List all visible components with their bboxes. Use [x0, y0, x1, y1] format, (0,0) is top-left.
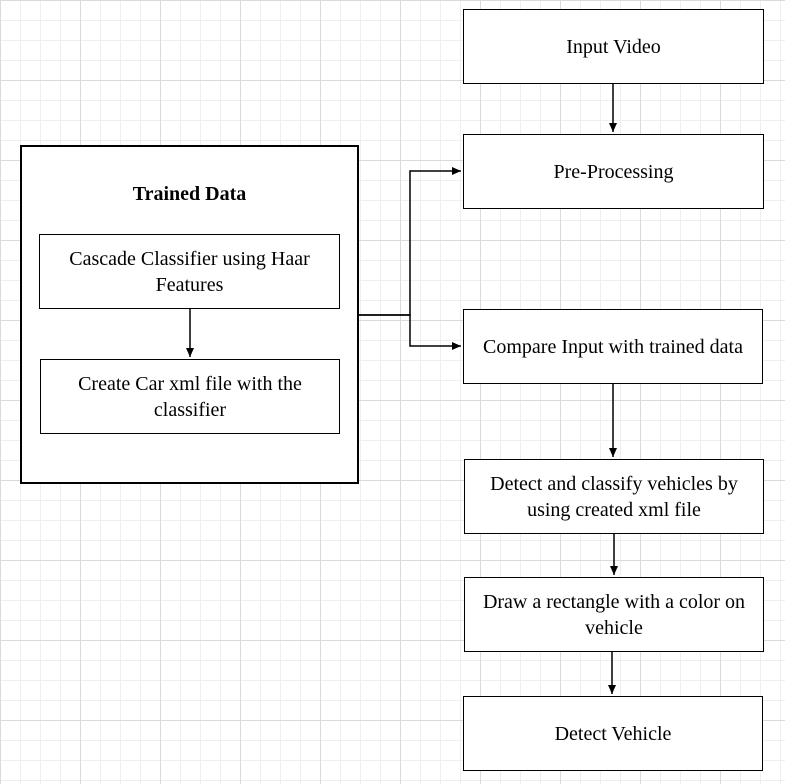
- detect-vehicle-label: Detect Vehicle: [554, 722, 672, 745]
- cascade-classifier-node[interactable]: Cascade Classifier using Haar Features: [39, 234, 340, 309]
- arrow-trained-to-preprocessing: [359, 167, 461, 316]
- input-video-node[interactable]: Input Video: [463, 9, 764, 84]
- cascade-classifier-label: Cascade Classifier using Haar Features: [69, 247, 310, 296]
- trained-data-title: Trained Data: [132, 183, 247, 205]
- detect-classify-label: Detect and classify vehicles by using cr…: [490, 472, 738, 521]
- create-xml-label: Create Car xml file with the classifier: [78, 372, 302, 421]
- draw-rectangle-node[interactable]: Draw a rectangle with a color on vehicle: [464, 577, 764, 652]
- input-video-label: Input Video: [566, 35, 661, 58]
- compare-label: Compare Input with trained data: [483, 335, 743, 358]
- create-xml-node[interactable]: Create Car xml file with the classifier: [40, 359, 340, 434]
- preprocessing-label: Pre-Processing: [553, 160, 674, 183]
- compare-node[interactable]: Compare Input with trained data: [463, 309, 763, 384]
- draw-rectangle-label: Draw a rectangle with a color on vehicle: [482, 590, 746, 639]
- detect-vehicle-node[interactable]: Detect Vehicle: [463, 696, 763, 771]
- arrow-trained-to-compare: [359, 314, 461, 350]
- preprocessing-node[interactable]: Pre-Processing: [463, 134, 764, 209]
- detect-classify-node[interactable]: Detect and classify vehicles by using cr…: [464, 459, 764, 534]
